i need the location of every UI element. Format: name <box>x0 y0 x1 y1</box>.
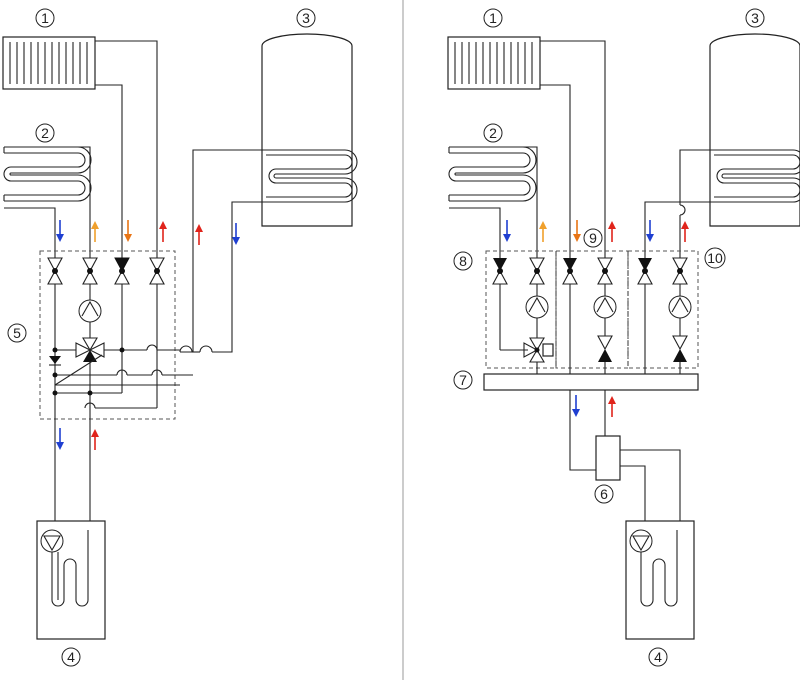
label-2-left: 2 <box>35 123 55 143</box>
pump-icon <box>593 295 617 319</box>
label-5-left: 5 <box>7 323 27 343</box>
flow-arrows-left <box>56 220 240 450</box>
svg-text:2: 2 <box>489 125 497 141</box>
underfloor-coil-left <box>3 146 92 202</box>
pump-icon <box>668 295 692 319</box>
svg-text:8: 8 <box>459 253 467 269</box>
module-frame-5 <box>39 250 176 420</box>
svg-text:4: 4 <box>67 649 75 665</box>
label-9-right: 9 <box>583 228 603 248</box>
label-10-right: 10 <box>704 247 726 269</box>
mixing-valve-left <box>75 337 105 362</box>
pump-icon <box>525 295 549 319</box>
svg-text:5: 5 <box>13 325 21 341</box>
storage-tank-right <box>709 33 800 227</box>
underfloor-coil-right <box>448 146 537 202</box>
svg-text:9: 9 <box>589 230 597 246</box>
svg-text:3: 3 <box>302 10 310 26</box>
module-frame-9 <box>555 250 629 369</box>
svg-text:7: 7 <box>459 372 467 388</box>
flow-arrows-right <box>503 220 689 417</box>
module-frame-10 <box>627 250 699 369</box>
svg-text:10: 10 <box>707 250 723 266</box>
right-schematic: 1 2 3 8 9 10 7 6 4 <box>447 8 800 667</box>
svg-text:4: 4 <box>654 649 662 665</box>
storage-tank-left <box>261 33 358 227</box>
heat-pump-right <box>625 520 695 640</box>
label-1-left: 1 <box>35 8 55 28</box>
manifold-bar <box>483 373 699 391</box>
left-schematic: 1 2 3 5 4 <box>2 8 358 667</box>
label-4-left: 4 <box>61 647 81 667</box>
valve-row-right <box>492 257 688 285</box>
svg-text:1: 1 <box>41 10 49 26</box>
heat-pump-left <box>36 520 106 640</box>
radiator-right <box>447 36 541 90</box>
label-3-right: 3 <box>745 8 765 28</box>
label-2-right: 2 <box>483 123 503 143</box>
svg-text:1: 1 <box>489 10 497 26</box>
svg-text:6: 6 <box>600 486 608 502</box>
label-8-right: 8 <box>453 251 473 271</box>
svg-text:2: 2 <box>41 125 49 141</box>
hydraulic-separator <box>595 435 621 481</box>
mixing-valve-right <box>523 337 554 363</box>
label-6-right: 6 <box>594 484 614 504</box>
label-3-left: 3 <box>296 8 316 28</box>
radiator-left <box>2 36 96 90</box>
label-7-right: 7 <box>453 370 473 390</box>
pump-icon <box>78 299 102 323</box>
label-4-right: 4 <box>648 647 668 667</box>
valve-row-left <box>47 257 165 285</box>
label-1-right: 1 <box>483 8 503 28</box>
module-frame-8 <box>485 250 557 369</box>
svg-text:3: 3 <box>751 10 759 26</box>
